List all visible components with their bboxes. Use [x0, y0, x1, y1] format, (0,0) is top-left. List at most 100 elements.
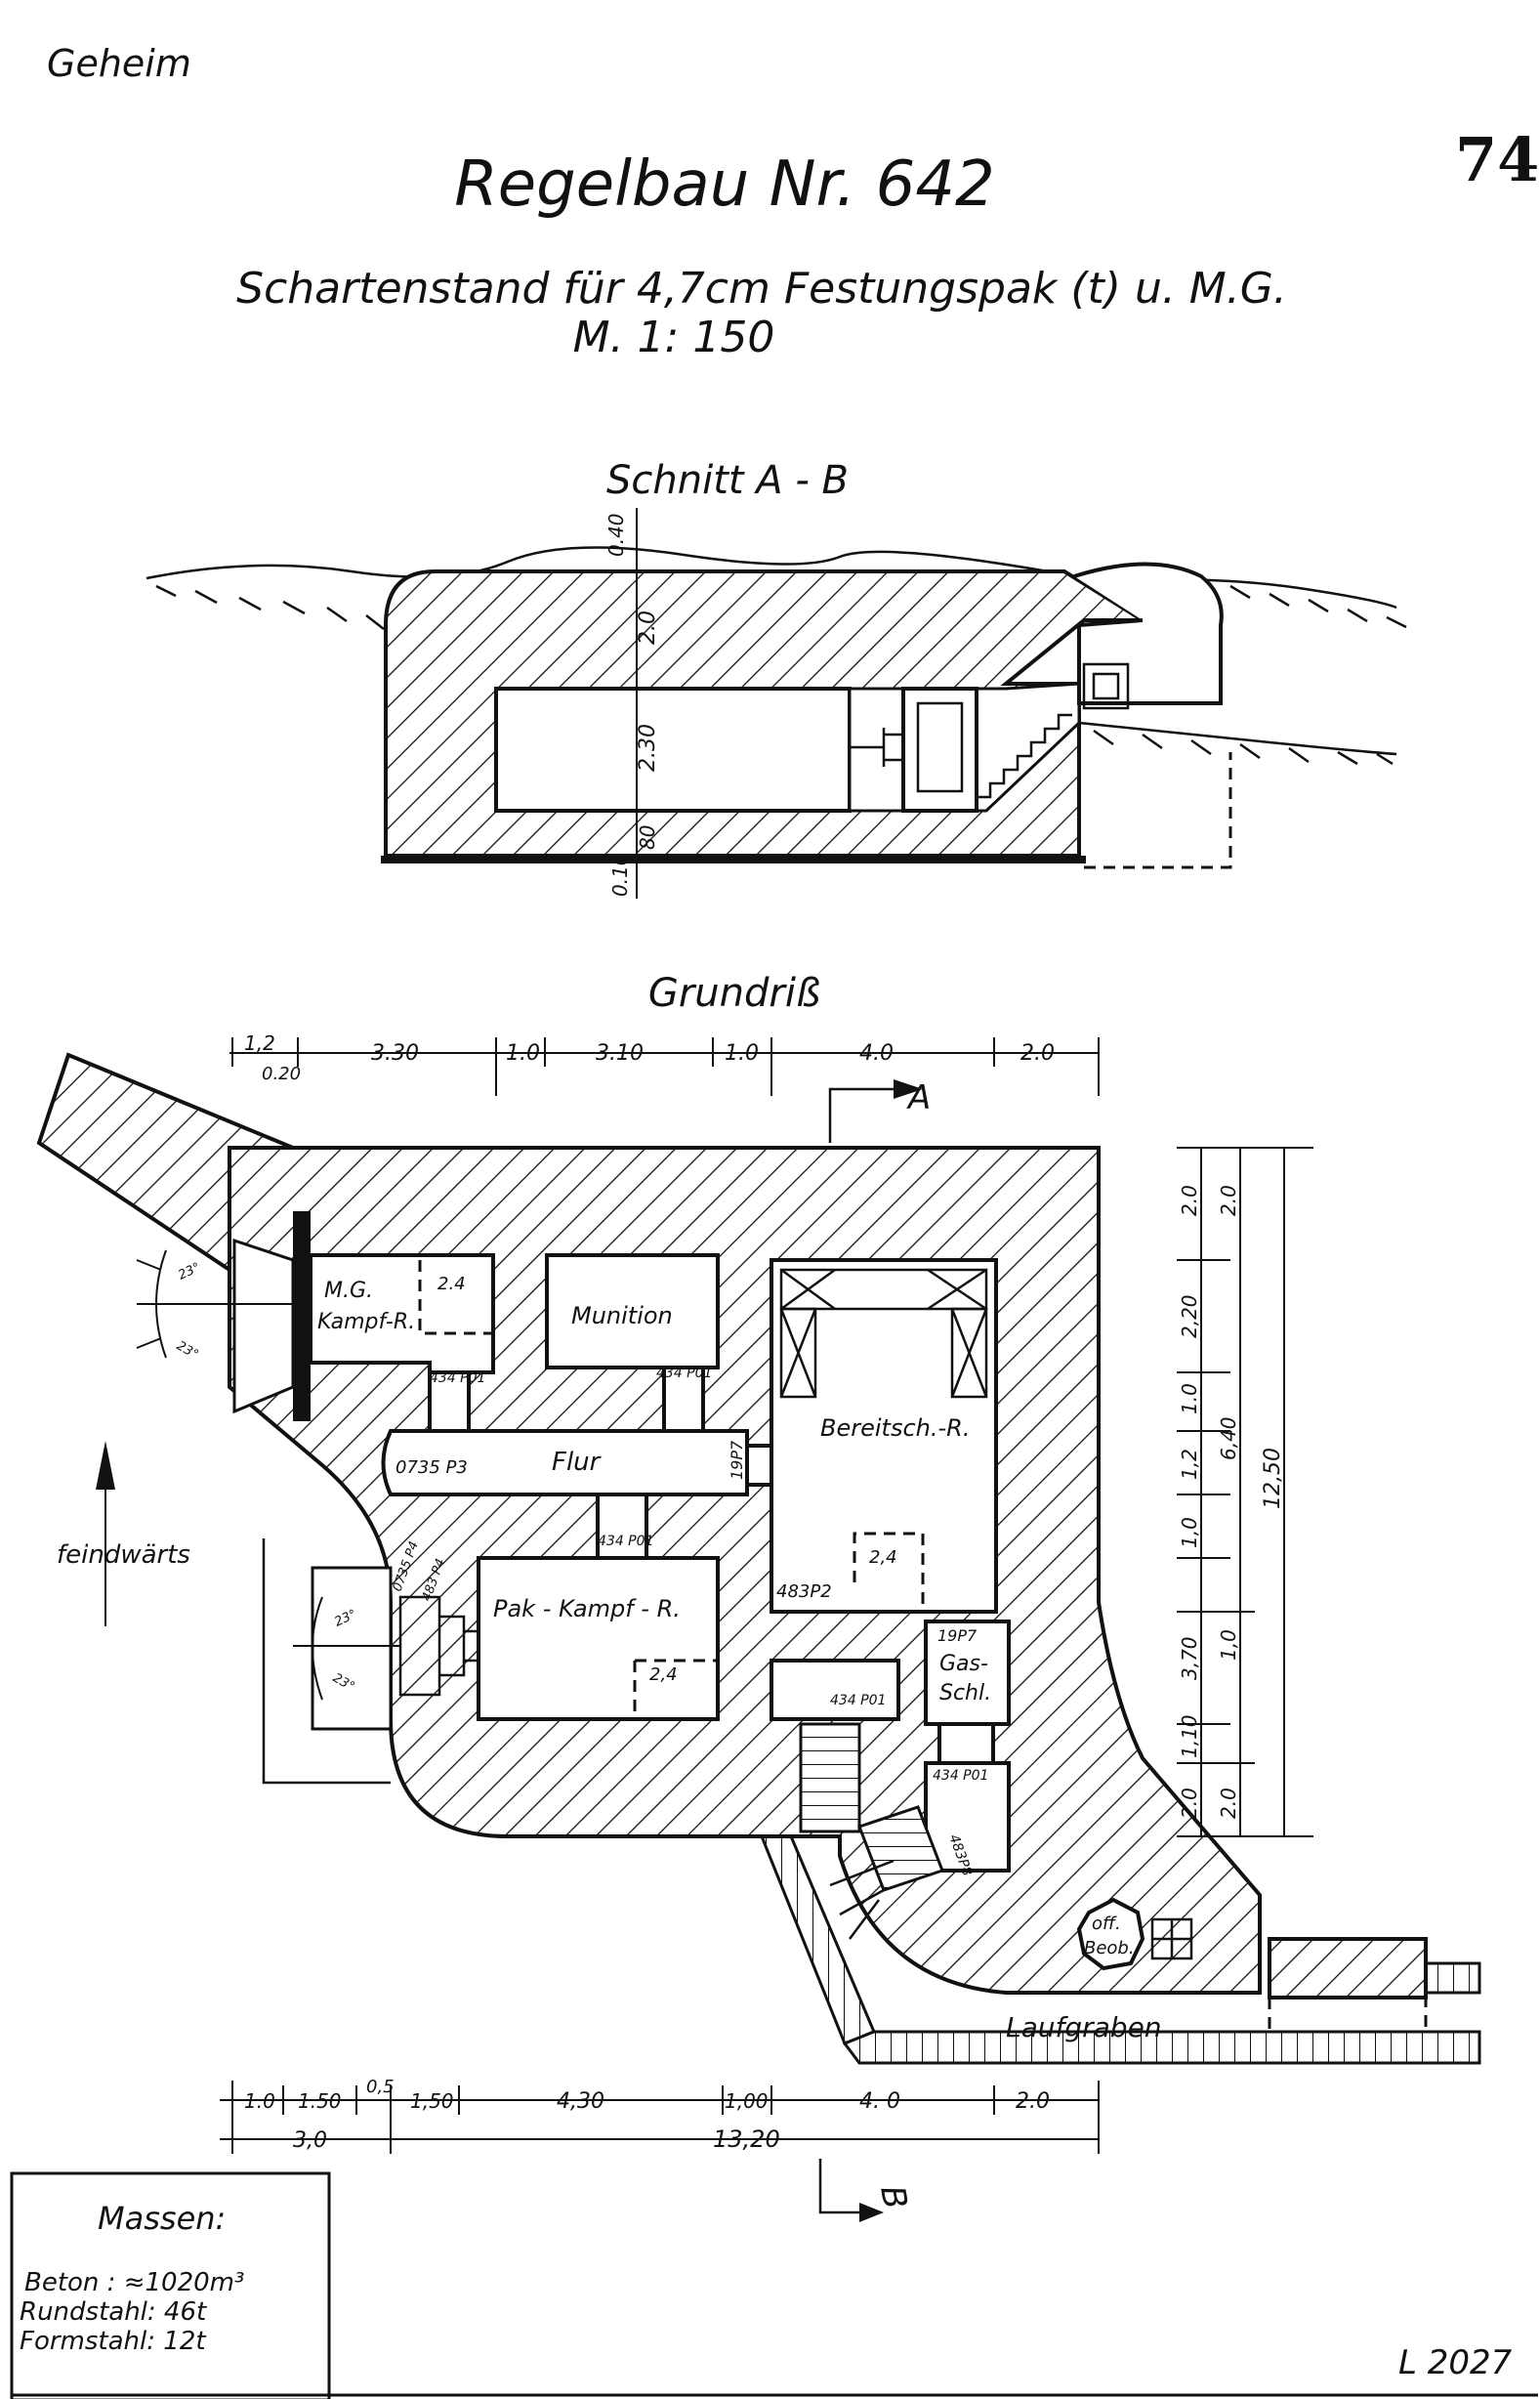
door-label-1: 434 P01 [430, 1370, 485, 1386]
top-dim-0: 1,2 [244, 1031, 275, 1055]
top-dim-2: 3.30 [371, 1041, 419, 1066]
plan-title: Grundriß [648, 971, 820, 1016]
dim-roof: 2.0 [636, 610, 660, 645]
terrain-hatch-lower [1093, 729, 1394, 766]
top-dim-6: 4.0 [859, 1041, 894, 1066]
section-marker-a-arrow [828, 1087, 894, 1143]
section-marker-b-head [859, 2203, 884, 2222]
doorway-gas-lower [937, 1722, 995, 1765]
right-dim-outer: 12,50 [1261, 1448, 1285, 1509]
trench-end [1424, 1961, 1481, 1995]
bunk-right [950, 1307, 988, 1399]
section-dashed-pit [1084, 752, 1232, 869]
section-door-inner [916, 701, 964, 793]
drawing-title: Regelbau Nr. 642 [454, 148, 995, 221]
mg-embrasure-opening [232, 1238, 295, 1414]
trench-label: Laufgraben [1006, 2011, 1162, 2043]
ground-line-lower [1078, 721, 1397, 756]
legend-title: Massen: [98, 2200, 226, 2237]
entry-arrows [829, 1859, 895, 1940]
section-marker-b: B [872, 2183, 914, 2212]
right-dim-inner-4: 1,0 [1178, 1517, 1201, 1548]
bunk-left [779, 1307, 817, 1399]
bottom-dim-0: 1.0 [244, 2089, 275, 2113]
pak-embrasure-wing [311, 1566, 393, 1731]
legend-formstahl: Formstahl: 12t [20, 2327, 206, 2356]
section-title: Schnitt A - B [606, 458, 849, 503]
mg-field-of-fire [136, 1249, 293, 1359]
sheet-number: 74 [1455, 124, 1539, 195]
room-label-gas-2: Schl. [939, 1681, 991, 1705]
obs-ladder-rungs [1152, 1919, 1191, 1958]
room-munition [545, 1253, 720, 1369]
dim-base: 0.10 [608, 853, 632, 897]
right-dim-inner-6: 1,10 [1178, 1714, 1201, 1758]
quantities-legend: Massen: Beton : ≈1020m³ Rundstahl: 46t F… [10, 2171, 331, 2399]
plan-dim-top-ticks [231, 1037, 1100, 1096]
classification-mark: Geheim [47, 42, 191, 85]
right-dim-inner-5: 3,70 [1178, 1636, 1201, 1680]
dim-top: 0.40 [604, 513, 628, 557]
section-marker-a-head [894, 1079, 923, 1099]
drawing-number: L 2027 [1398, 2343, 1513, 2382]
doorway-flur-bereitsch [745, 1444, 773, 1487]
section-stairs [975, 713, 1072, 811]
bottom-dim-total-b: 13,20 [713, 2125, 780, 2153]
section-chamber [494, 687, 852, 813]
right-dim-inner-1: 2,20 [1178, 1294, 1201, 1338]
angle-label-a: 23° [176, 1260, 202, 1283]
room-bereitschaft [770, 1258, 998, 1614]
outer-block [1268, 1937, 1428, 1999]
section-dim-ticks [625, 570, 648, 857]
obs-octagon [1076, 1897, 1145, 1971]
right-dim-inner-0: 2.0 [1178, 1185, 1201, 1216]
door-label-3: 434 P01 [598, 1534, 653, 1549]
outer-block-dash [1268, 1998, 1428, 2034]
pak-field-of-fire [293, 1596, 400, 1701]
bottom-dim-ticks [231, 2081, 1100, 2154]
section-periscope-block [1082, 662, 1130, 710]
right-dim-mid-0: 2.0 [1217, 1185, 1240, 1216]
bottom-dim-7: 2.0 [1016, 2089, 1050, 2114]
dim-floor: 80 [636, 825, 659, 850]
bottom-dim-total-a: 3,0 [293, 2128, 327, 2153]
door-label-2: 434 P01 [656, 1366, 712, 1381]
room-label-pak: Pak - Kampf - R. [493, 1595, 681, 1622]
room-label-gas-1: Gas- [939, 1652, 988, 1676]
right-dim-mid-1: 6,40 [1217, 1416, 1240, 1460]
top-dim-3: 1.0 [506, 1041, 540, 1066]
right-dim-ticks [1177, 1147, 1313, 1837]
obs-label-1: off. [1092, 1914, 1121, 1934]
right-dim-mid-3: 2.0 [1217, 1788, 1240, 1819]
mg-shield [293, 1211, 311, 1421]
fixture-p3: 0735 P3 [395, 1457, 468, 1478]
top-dim-5: 1.0 [725, 1041, 759, 1066]
right-dim-mid-2: 1,0 [1217, 1629, 1240, 1661]
terrain-hatch-right [1229, 584, 1407, 629]
section-door [901, 687, 978, 813]
fixture-p2: 483P2 [776, 1581, 832, 1602]
trench-main [842, 2030, 1481, 2065]
bottom-dim-4: 4,30 [557, 2089, 604, 2114]
bottom-dim-6: 4. 0 [859, 2089, 900, 2114]
room-label-flur: Flur [552, 1448, 603, 1477]
pak-annex-outline [262, 1538, 391, 1785]
section-entry-canopy [1073, 562, 1224, 705]
section-door-hinge [850, 728, 903, 767]
room-label-mg-2: Kampf-R. [317, 1310, 415, 1334]
section-view: Schnitt A - B 0.40 2.0 2.30 80 0.10 [146, 458, 1407, 899]
room-label-bereitsch: Bereitsch.-R. [820, 1414, 970, 1442]
doorway-munition [662, 1366, 705, 1433]
section-base-plate [381, 856, 1086, 863]
door-label-4: 434 P01 [830, 1693, 886, 1708]
bed-label-b: 2,4 [869, 1547, 897, 1568]
right-dim-inner-7: 2.0 [1178, 1788, 1201, 1819]
legend-beton: Beton : ≈1020m³ [24, 2268, 244, 2297]
bottom-dim-2: 0,5 [366, 2077, 395, 2097]
dim-height: 2.30 [636, 724, 660, 772]
top-dim-4: 3.10 [596, 1041, 644, 1066]
pak-embrasure [398, 1595, 479, 1697]
ground-line-left [146, 546, 1065, 580]
fixture-p7b: 19P7 [937, 1626, 978, 1645]
